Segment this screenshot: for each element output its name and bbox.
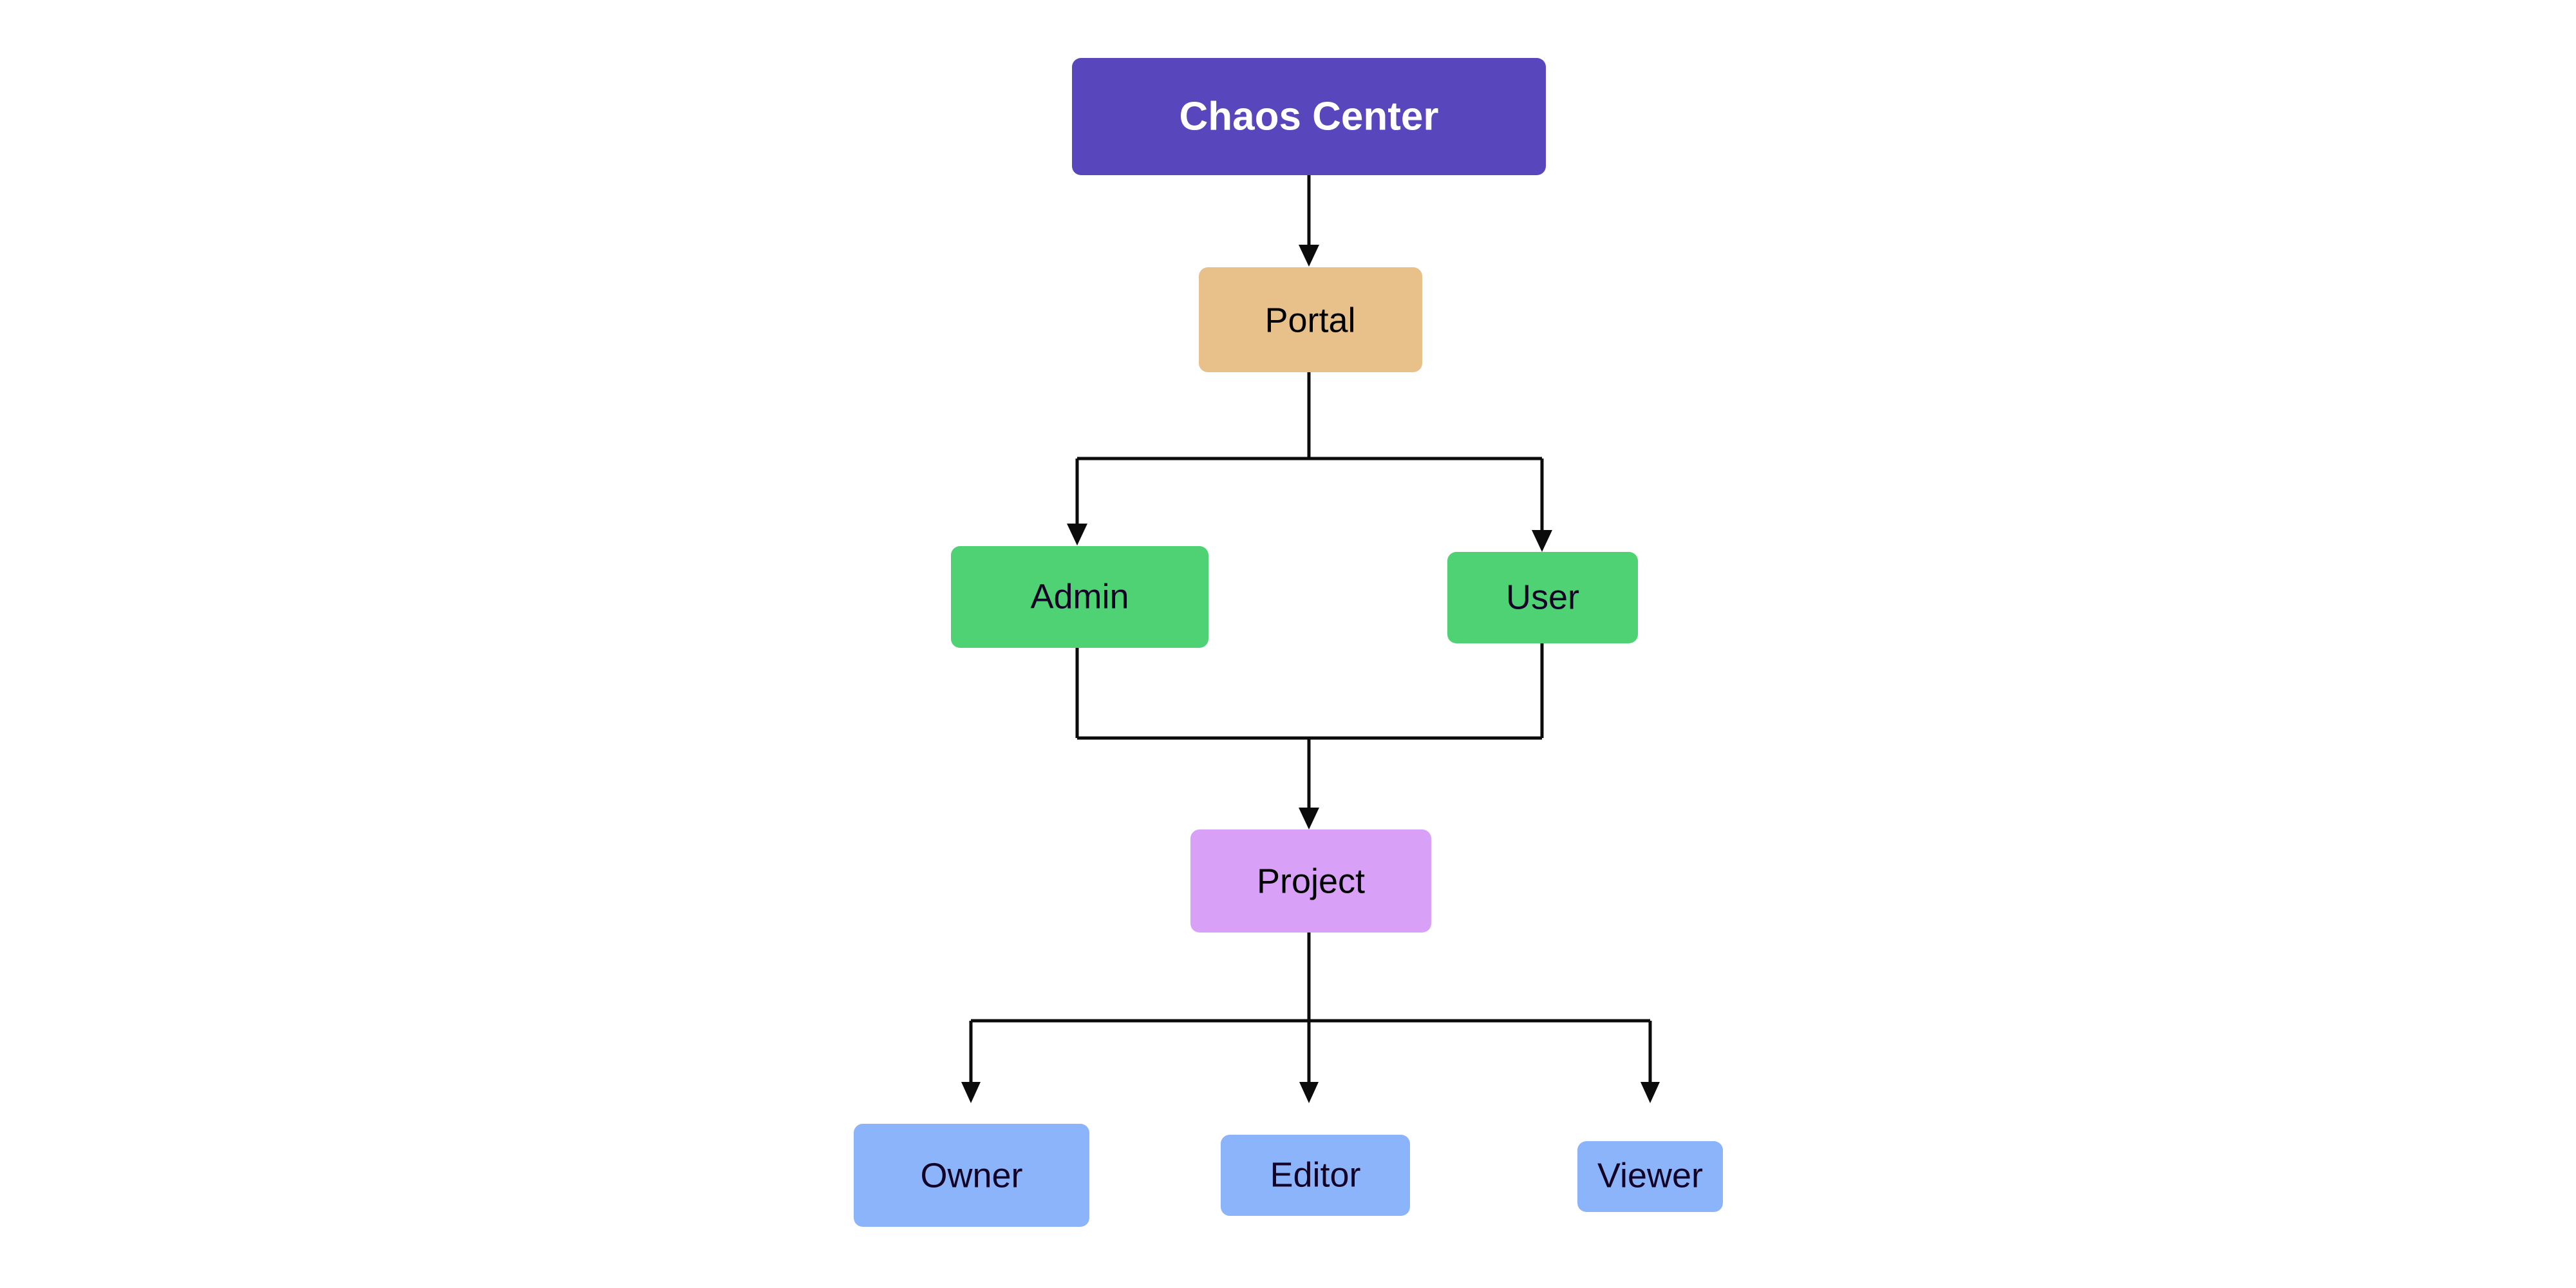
edge-chaos-center-to-portal	[1299, 175, 1319, 267]
node-shape[interactable]	[951, 546, 1208, 648]
nodes-layer: Chaos Center Portal Admin User Project O	[854, 58, 1723, 1227]
edge-portal-to-user	[1532, 459, 1552, 552]
edge-merge-to-project	[1299, 738, 1319, 829]
arrow-head-icon	[1532, 530, 1552, 552]
node-owner[interactable]: Owner	[854, 1124, 1089, 1227]
node-viewer[interactable]: Viewer	[1577, 1141, 1723, 1212]
arrow-head-icon	[1641, 1082, 1660, 1103]
node-shape[interactable]	[1072, 58, 1546, 175]
node-project[interactable]: Project	[1190, 829, 1431, 933]
arrow-head-icon	[1299, 1082, 1319, 1103]
edge-project-to-editor	[1299, 1021, 1319, 1103]
node-shape[interactable]	[1199, 267, 1422, 372]
node-shape[interactable]	[1447, 552, 1638, 643]
edge-portal-to-admin	[1067, 372, 1542, 545]
node-admin[interactable]: Admin	[951, 546, 1208, 648]
node-shape[interactable]	[854, 1124, 1089, 1227]
node-editor[interactable]: Editor	[1221, 1135, 1410, 1216]
arrow-head-icon	[1299, 245, 1319, 267]
edge-project-to-owner	[961, 933, 1650, 1103]
node-user[interactable]: User	[1447, 552, 1638, 643]
arrow-head-icon	[1299, 808, 1319, 829]
node-chaos-center[interactable]: Chaos Center	[1072, 58, 1546, 175]
node-portal[interactable]: Portal	[1199, 267, 1422, 372]
edges-layer	[961, 175, 1660, 1103]
node-shape[interactable]	[1221, 1135, 1410, 1216]
arrow-head-icon	[1067, 524, 1087, 545]
edge-project-to-viewer	[1641, 1021, 1660, 1103]
node-shape[interactable]	[1577, 1141, 1723, 1212]
node-shape[interactable]	[1190, 829, 1431, 933]
arrow-head-icon	[961, 1082, 981, 1103]
edge-admin-to-project	[1075, 648, 1542, 740]
